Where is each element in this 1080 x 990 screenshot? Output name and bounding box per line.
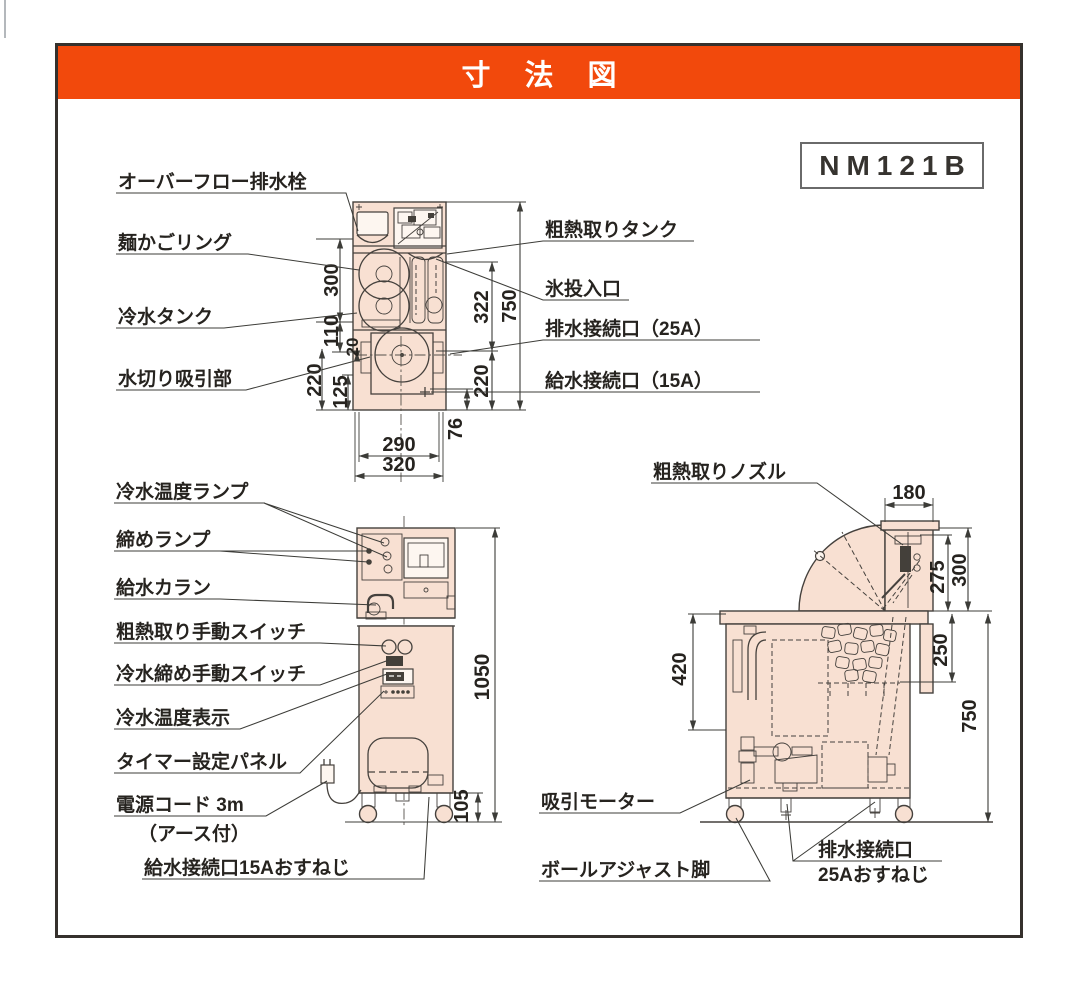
model-number-box: NM121B <box>800 142 984 189</box>
label-supply-screw-15a: 給水接続口15Aおすねじ <box>144 856 350 879</box>
dim-275: 275 <box>927 560 949 593</box>
overflow-parts-cluster <box>393 207 443 249</box>
label-earth: （アース付） <box>138 822 250 845</box>
label-power-cord: 電源コード 3m <box>116 793 244 816</box>
label-cold-temp-lamp: 冷水温度ランプ <box>116 480 249 503</box>
interior-pipes-tank <box>732 616 907 756</box>
dim-290: 290 <box>382 434 415 456</box>
side-view-labels: 粗熱取りノズル 吸引モーター ボールアジャスト脚 排水接続口 25Aおすねじ <box>539 460 942 886</box>
label-ice-inlet: 氷投入口 <box>545 277 621 300</box>
label-supply-connection-15a: 給水接続口（15A） <box>545 369 713 392</box>
dim-20: 20 <box>343 338 362 357</box>
label-cold-temp-display: 冷水温度表示 <box>116 706 230 729</box>
dim-110: 110 <box>321 315 343 347</box>
label-cold-tighten-manual-switch: 冷水締め手動スイッチ <box>116 662 306 685</box>
label-noodle-basket-ring: 麺かごリング <box>117 231 232 254</box>
supply-connection-mark <box>420 387 430 397</box>
power-cord-drawing <box>320 759 362 805</box>
front-ball-foot-right <box>434 804 454 824</box>
noodle-basket-rings <box>358 248 410 332</box>
front-view-labels: 冷水温度ランプ 締めランプ 給水カラン 粗熱取り手動スイッチ 冷水締め手動スイッ… <box>114 480 430 880</box>
label-tighten-lamp: 締めランプ <box>116 528 211 551</box>
front-ball-foot-left <box>358 804 378 824</box>
dim-125: 125 <box>330 375 352 408</box>
model-number: NM121B <box>819 149 972 181</box>
label-rough-heat-manual-switch: 粗熱取り手動スイッチ <box>116 620 306 643</box>
label-ball-adjust-foot: ボールアジャスト脚 <box>541 859 710 881</box>
nozzle-parts <box>881 532 922 608</box>
drain-suction-unit <box>360 327 444 395</box>
label-timer-panel: タイマー設定パネル <box>116 750 287 773</box>
compressor-drawing <box>367 737 444 793</box>
side-view-drawing <box>700 520 993 824</box>
label-supply-faucet: 給水カラン <box>116 576 211 599</box>
diagram-frame: 寸 法 図 <box>55 43 1023 938</box>
dim-750-side: 750 <box>959 699 981 732</box>
open-lid-arc <box>798 524 886 612</box>
side-ball-foot-left <box>725 804 745 824</box>
control-panel-group <box>380 639 415 699</box>
ice-cubes <box>821 622 897 684</box>
side-ball-foot-right <box>894 804 914 824</box>
page-title: 寸 法 図 <box>461 59 630 92</box>
faucet-drawing <box>365 593 395 620</box>
dim-76: 76 <box>445 418 467 440</box>
front-view-dimensions: 1050 105 <box>451 527 500 823</box>
label-overflow-drain-plug: オーバーフロー排水栓 <box>118 170 307 193</box>
dim-180: 180 <box>892 482 925 504</box>
top-view-drawing <box>352 201 462 482</box>
label-cold-water-tank: 冷水タンク <box>118 305 213 328</box>
dim-1050: 1050 <box>471 654 494 701</box>
label-drain-connection-25a: 排水接続口（25A） <box>545 317 713 340</box>
dim-320: 320 <box>382 454 415 476</box>
tabletop <box>719 610 929 625</box>
label-drain-connection-line2: 25Aおすねじ <box>818 864 929 886</box>
side-view-dimensions: 180 275 300 250 420 750 <box>669 482 992 823</box>
dim-220-left: 220 <box>304 363 326 396</box>
label-rough-heat-nozzle: 粗熱取りノズル <box>653 460 786 483</box>
dim-300-side: 300 <box>949 553 971 586</box>
label-rough-heat-tank: 粗熱取りタンク <box>545 218 678 241</box>
top-view-dimensions: 300 110 20 220 125 322 750 220 76 290 32… <box>304 201 526 482</box>
header-bar: 寸 法 図 <box>58 46 1020 99</box>
dim-250: 250 <box>930 633 952 666</box>
dim-322: 322 <box>471 290 493 323</box>
upper-right-unit <box>403 537 456 610</box>
top-view-labels: オーバーフロー排水栓 麺かごリング 冷水タンク 水切り吸引部 粗熱取りタンク 氷… <box>116 170 760 393</box>
dim-300: 300 <box>321 263 343 296</box>
dim-420: 420 <box>669 652 691 685</box>
dim-220-right: 220 <box>471 364 493 397</box>
label-suction-motor: 吸引モーター <box>541 791 655 813</box>
dim-750-top-view: 750 <box>499 289 521 322</box>
dim-105: 105 <box>451 789 473 822</box>
rough-heat-tank-top <box>399 256 444 324</box>
label-drain-suction: 水切り吸引部 <box>118 367 232 390</box>
label-drain-connection-line1: 排水接続口 <box>818 838 913 861</box>
front-view-drawing <box>320 516 502 828</box>
